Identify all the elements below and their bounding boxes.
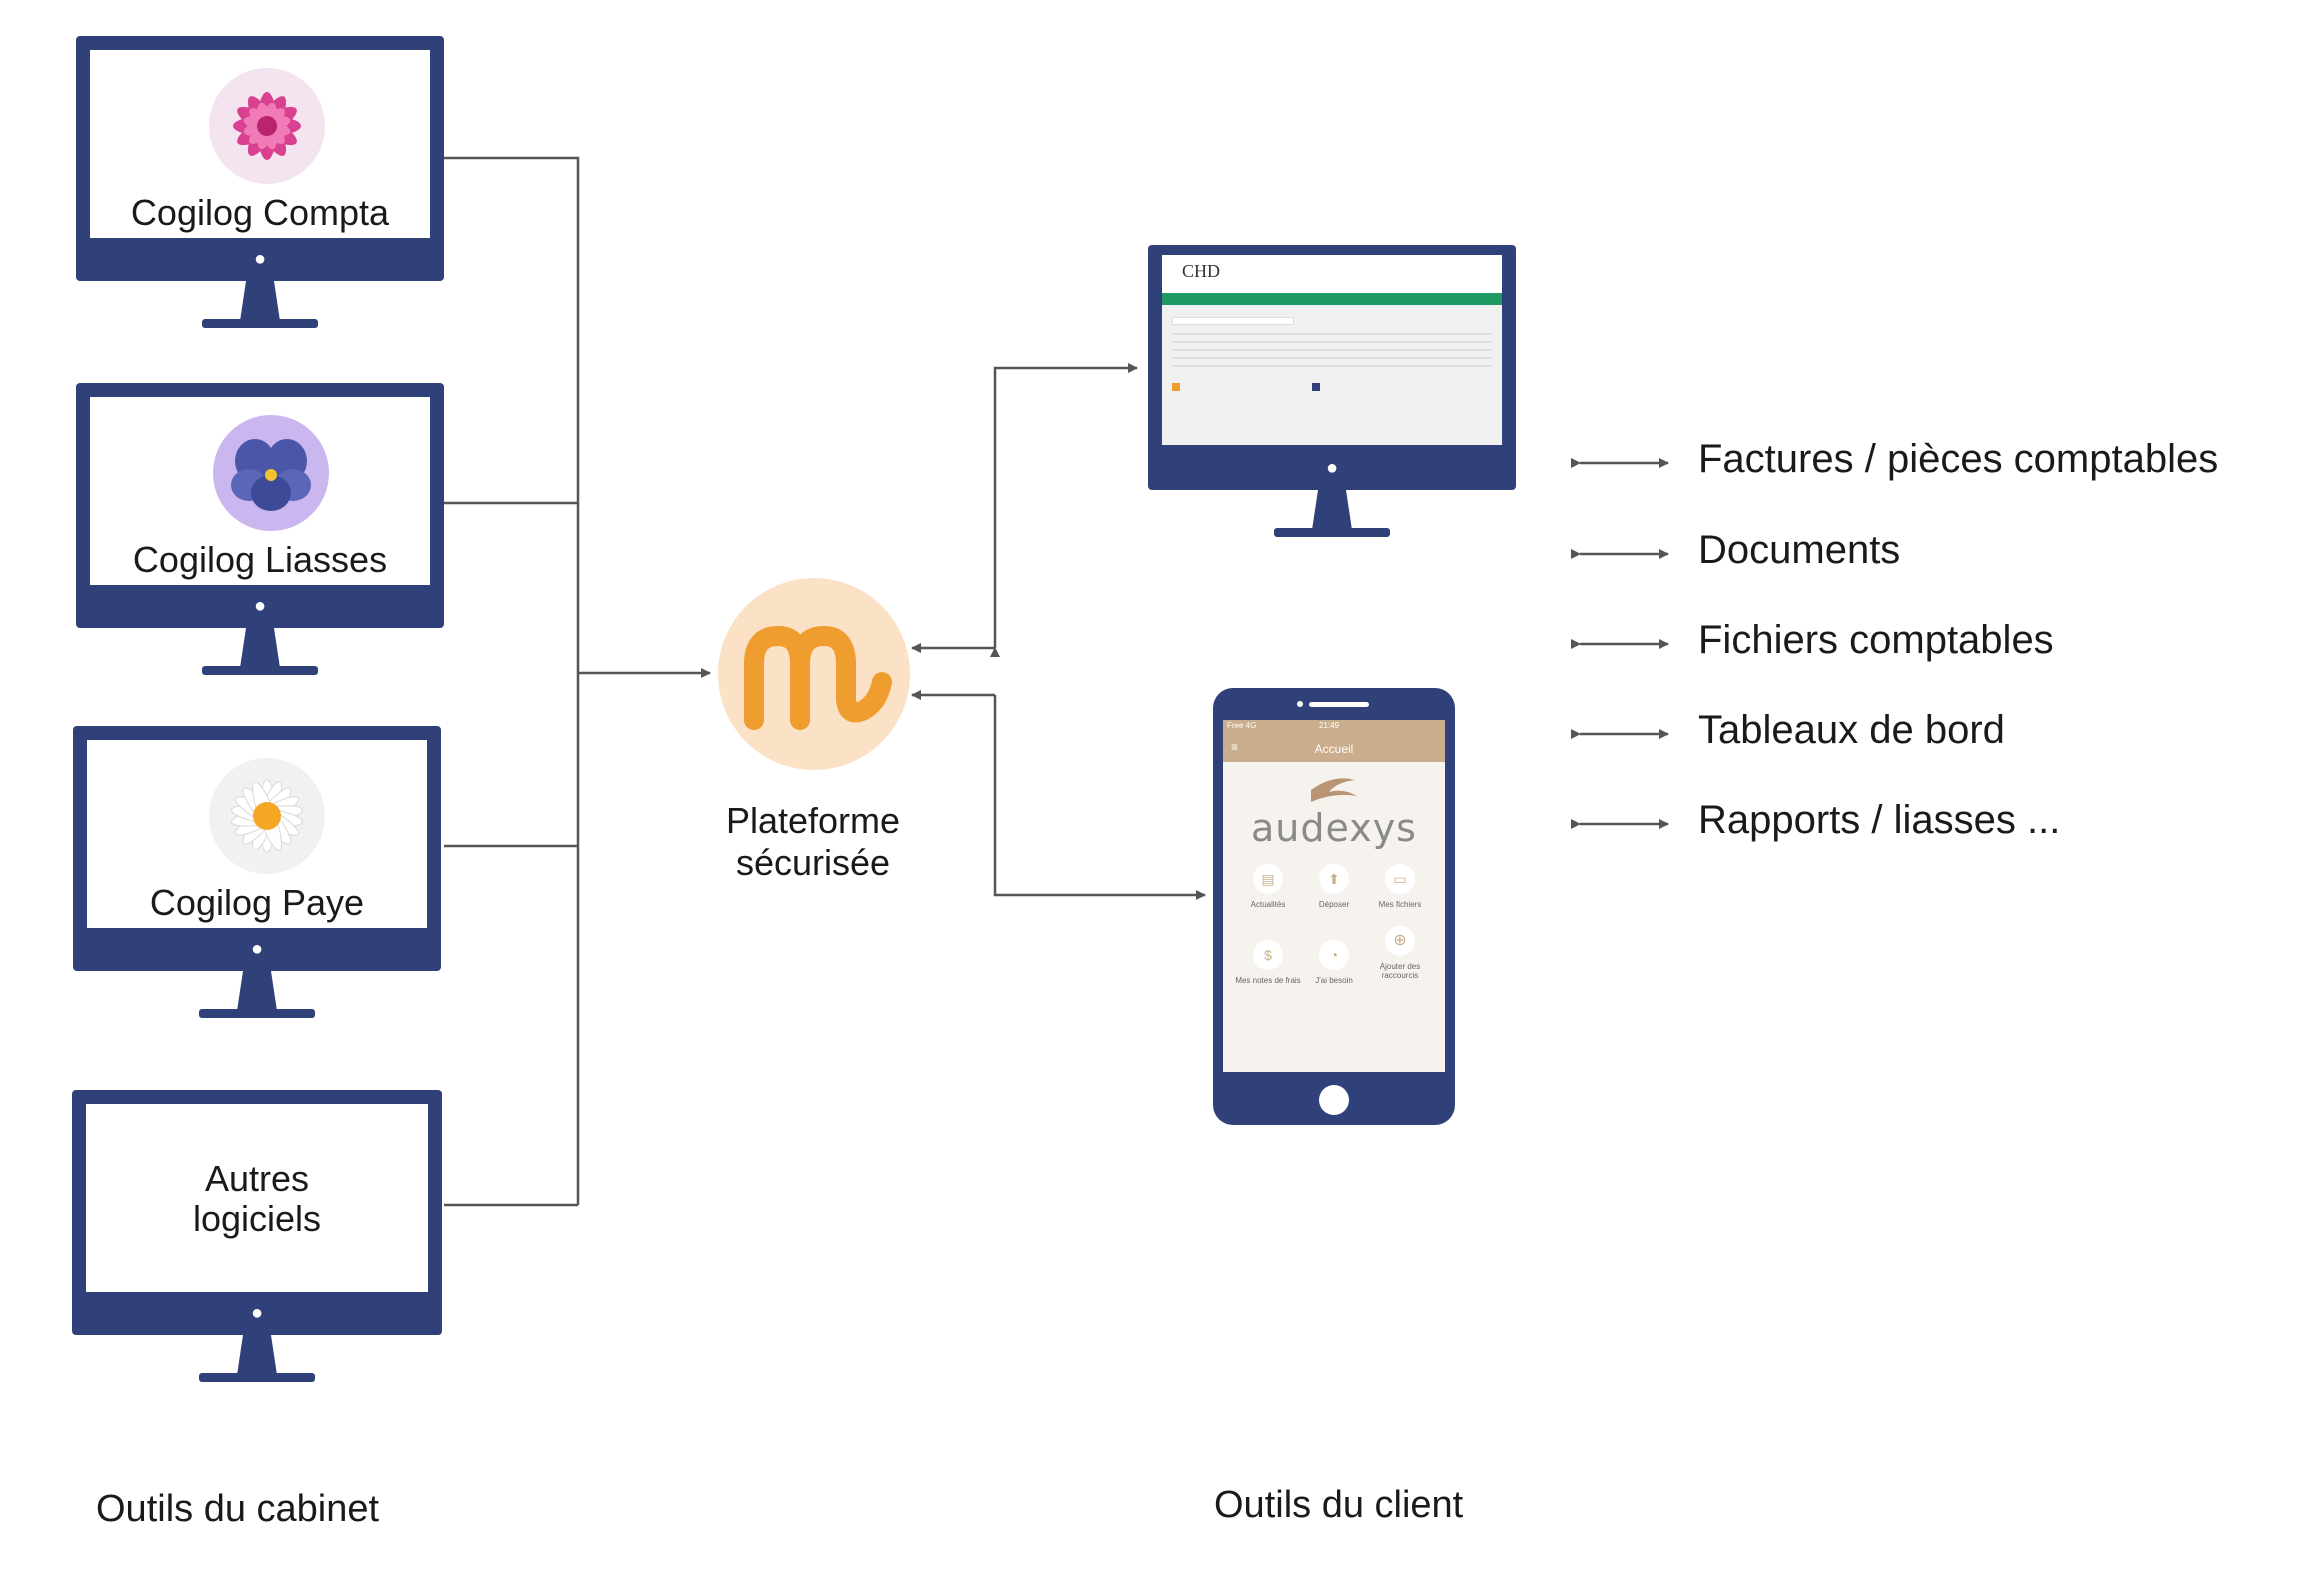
arrow-platform-desktop	[990, 363, 1138, 657]
phone-header	[1223, 734, 1445, 762]
folder-icon: ▭	[1385, 864, 1415, 894]
audexys-logo-mark	[1303, 770, 1363, 806]
tile-label: Mes notes de frais	[1235, 976, 1301, 985]
tool-label-line1: Autres	[204, 1158, 310, 1199]
monitor-base	[202, 319, 318, 328]
monitor-base	[199, 1373, 315, 1382]
daisy-flower-icon	[209, 758, 325, 874]
chd-logo: CHD	[1182, 261, 1221, 281]
newspaper-icon: ▤	[1253, 864, 1283, 894]
audexys-brand: audexys	[1251, 806, 1417, 850]
apple-icon: ●	[253, 595, 267, 617]
pansy-flower-icon	[213, 415, 329, 531]
tile-mes-fichiers[interactable]: ▭ Mes fichiers	[1365, 864, 1435, 909]
tile-label: Actualités	[1250, 900, 1286, 909]
client-phone: Free 4G 21:49 ≡ Accueil audexys ▤ Actual…	[1213, 688, 1455, 1125]
monitor-stand	[240, 281, 280, 321]
caption-client: Outils du client	[1214, 1484, 1464, 1526]
plus-circle-icon: ⊕	[1385, 926, 1415, 956]
platform-label-line2: sécurisée	[735, 842, 891, 883]
phone-screen: Free 4G 21:49 ≡ Accueil audexys ▤ Actual…	[1223, 720, 1445, 1072]
monitor-stand	[237, 1335, 277, 1375]
apple-icon: ●	[250, 938, 264, 960]
tile-label: Déposer	[1318, 900, 1350, 909]
platform-logo-icon	[718, 578, 910, 770]
apple-icon: ●	[250, 1302, 264, 1324]
platform-label-line1: Plateforme	[725, 800, 901, 841]
phone-speaker	[1309, 702, 1369, 707]
client-desktop-screen: CHD	[1162, 255, 1502, 445]
tile-label: J'ai besoin	[1315, 976, 1353, 985]
monitor-cogilog-liasses: Cogilog Liasses ●	[76, 383, 444, 683]
monitor-base	[202, 666, 318, 675]
exchange-label-5: Rapports / liasses ...	[1698, 798, 2061, 842]
tool-label-line2: logiciels	[192, 1198, 322, 1239]
apple-icon: ●	[253, 248, 267, 270]
phone-status-bar	[1223, 720, 1445, 734]
monitor-cogilog-paye: Cogilog Paye ●	[73, 726, 441, 1026]
monitor-base	[1274, 528, 1390, 537]
tile-actualites[interactable]: ▤ Actualités	[1233, 864, 1303, 909]
tile-ajouter-raccourcis[interactable]: ⊕ Ajouter des raccourcis	[1365, 926, 1435, 980]
tool-label: Cogilog Paye	[149, 882, 365, 923]
upload-file-icon: ⬆	[1319, 864, 1349, 894]
status-time: 21:49	[1319, 721, 1340, 730]
tool-label: Cogilog Liasses	[132, 539, 388, 580]
tile-label: Ajouter des raccourcis	[1379, 962, 1421, 980]
arrow-platform-phone	[993, 695, 1206, 900]
expense-receipt-icon: $	[1253, 940, 1283, 970]
status-carrier: Free 4G	[1227, 721, 1257, 730]
apple-icon: ●	[1325, 457, 1339, 479]
monitor-stand	[240, 628, 280, 668]
tile-label: Mes fichiers	[1378, 900, 1422, 909]
chat-bubbles-icon: ◔	[1319, 940, 1349, 970]
client-desktop-monitor: CHD ●	[1148, 245, 1516, 545]
tool-label: Cogilog Compta	[130, 192, 390, 233]
exchange-label-3: Fichiers comptables	[1698, 618, 2054, 662]
exchange-label-4: Tableaux de bord	[1698, 708, 2005, 752]
phone-home-button	[1319, 1085, 1349, 1115]
caption-cabinet: Outils du cabinet	[96, 1488, 380, 1530]
app-navbar	[1162, 293, 1502, 305]
monitor-base	[199, 1009, 315, 1018]
monitor-stand	[1312, 490, 1352, 530]
monitor-autres-logiciels: Autres logiciels ●	[72, 1090, 442, 1390]
tile-deposer[interactable]: ⬆ Déposer	[1299, 864, 1369, 909]
menu-icon[interactable]: ≡	[1231, 740, 1239, 754]
tile-mes-notes-de-frais[interactable]: $ Mes notes de frais	[1233, 940, 1303, 985]
line-compta	[444, 156, 580, 1205]
monitor-stand	[237, 971, 277, 1011]
dahlia-flower-icon	[209, 68, 325, 184]
monitor-cogilog-compta: Cogilog Compta ●	[76, 36, 444, 336]
exchange-label-2: Documents	[1698, 528, 1901, 572]
exchange-label-1: Factures / pièces comptables	[1698, 437, 2219, 481]
tile-jai-besoin[interactable]: ◔ J'ai besoin	[1299, 940, 1369, 985]
phone-header-title: Accueil	[1314, 742, 1354, 756]
